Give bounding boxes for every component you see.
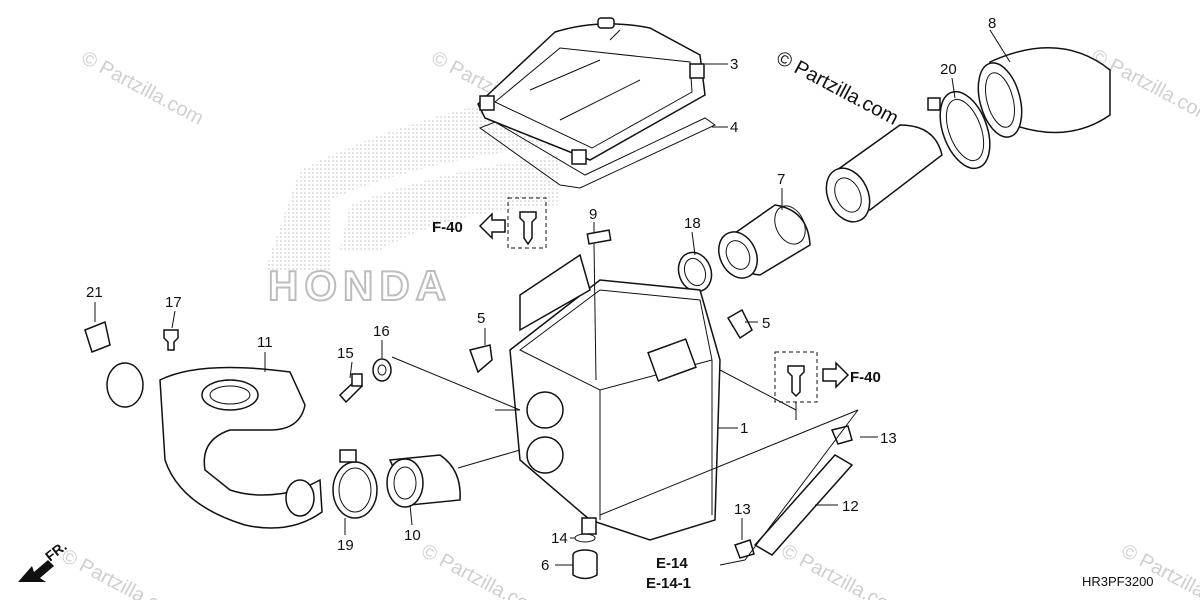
callout-3[interactable]: 3 [730, 56, 738, 73]
ref-f40-right[interactable]: F-40 [850, 369, 881, 386]
part-6-plug[interactable] [572, 549, 598, 580]
part-1-air-cleaner-case[interactable] [509, 253, 721, 541]
part-18-band[interactable] [673, 248, 717, 297]
callout-20[interactable]: 20 [940, 61, 957, 78]
part-3-air-cleaner-cover[interactable] [477, 17, 706, 165]
callout-1[interactable]: 1 [740, 420, 748, 437]
part-14-o-ring[interactable] [574, 533, 596, 543]
callout-10[interactable]: 10 [404, 527, 421, 544]
part-10-joint[interactable] [386, 454, 461, 508]
callout-14[interactable]: 14 [551, 530, 568, 547]
part-15-breather[interactable] [338, 373, 364, 404]
drawing-code: HR3PF3200 [1082, 574, 1154, 589]
part-9-rubber[interactable] [586, 229, 612, 245]
callout-numbers: 3 4 8 20 7 9 18 5 5 1 13 12 13 14 6 10 1… [86, 15, 996, 574]
part-21-clip[interactable] [84, 320, 144, 408]
callout-19[interactable]: 19 [337, 537, 354, 554]
ref-f40-left[interactable]: F-40 [432, 219, 463, 236]
callout-5-right[interactable]: 5 [762, 315, 770, 332]
watermark: © Partzilla.com [1118, 540, 1200, 600]
callout-4[interactable]: 4 [730, 119, 738, 136]
f40-reference-right[interactable]: F-40 [822, 361, 881, 389]
callout-9[interactable]: 9 [589, 206, 597, 223]
part-12-drain-tube[interactable] [753, 454, 854, 556]
part-16-grommet[interactable] [372, 358, 392, 382]
watermark: © Partzilla.com [78, 47, 207, 130]
callout-16[interactable]: 16 [373, 323, 390, 340]
part-4-gasket[interactable] [478, 117, 716, 189]
callout-12[interactable]: 12 [842, 498, 859, 515]
leader-lines [94, 29, 1011, 566]
callout-7[interactable]: 7 [777, 171, 785, 188]
part-11-intake-duct[interactable] [159, 366, 323, 529]
part-19-band[interactable] [332, 449, 378, 519]
part-8-outer-filter[interactable] [971, 47, 1111, 142]
callout-5-left[interactable]: 5 [477, 310, 485, 327]
rivet-top[interactable] [507, 197, 547, 249]
watermark: © Partzilla.com [58, 545, 187, 600]
part-5-clip-left[interactable] [469, 344, 493, 374]
callout-13-lower[interactable]: 13 [734, 501, 751, 518]
part-7-connecting-tube[interactable] [712, 201, 812, 284]
f40-reference-left[interactable]: F-40 [432, 212, 506, 240]
callout-18[interactable]: 18 [684, 215, 701, 232]
callout-11[interactable]: 11 [257, 334, 273, 351]
part-13-clip-lower[interactable] [734, 539, 755, 559]
copyright-text: © Partzilla.com [773, 47, 902, 130]
callout-6[interactable]: 6 [541, 557, 549, 574]
ref-e14[interactable]: E-14 [656, 555, 688, 572]
watermark: © Partzilla.com [778, 540, 907, 600]
part-20-band-clamp[interactable] [927, 85, 999, 175]
callout-8[interactable]: 8 [988, 15, 996, 32]
callout-21[interactable]: 21 [86, 284, 103, 301]
honda-wing-logo: HONDA [265, 90, 560, 310]
rivet-right[interactable] [774, 351, 818, 403]
part-17-grommet[interactable] [163, 329, 179, 351]
part-5-clip-right[interactable] [726, 308, 753, 340]
watermark: © Partzilla.com [418, 540, 547, 600]
ref-e14-1[interactable]: E-14-1 [646, 575, 691, 592]
callout-15[interactable]: 15 [337, 345, 354, 362]
callout-17[interactable]: 17 [165, 294, 182, 311]
air-filter-element[interactable] [818, 124, 943, 229]
honda-logo-text: HONDA [268, 262, 452, 309]
callout-13-upper[interactable]: 13 [880, 430, 897, 447]
